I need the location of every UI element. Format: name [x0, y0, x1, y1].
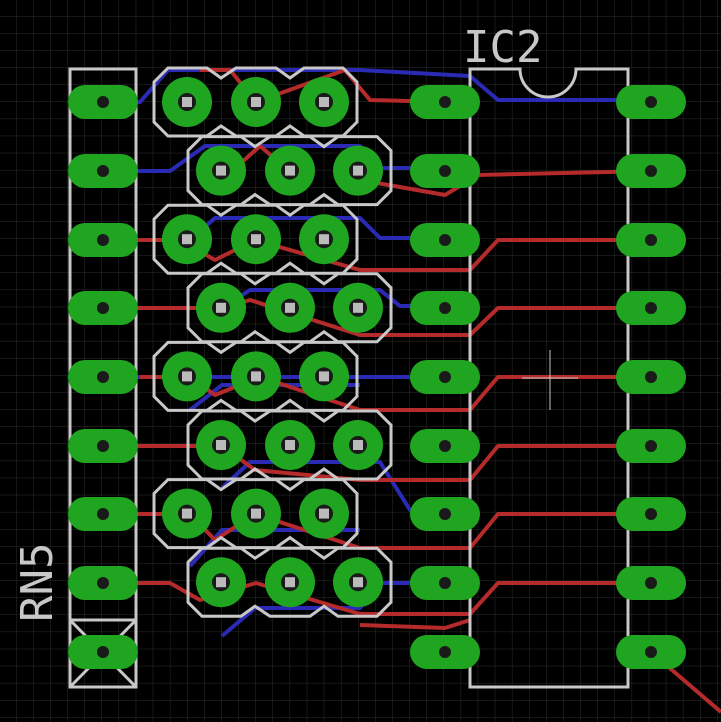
header-pad-origin	[319, 97, 329, 107]
header-pad-origin	[216, 165, 226, 176]
pads-layer	[68, 77, 686, 669]
ic2-pad-left-drill	[439, 508, 451, 520]
ic2-pad-left-drill	[439, 96, 451, 108]
header-outline	[186, 546, 393, 618]
ic2-pad-right-drill	[645, 577, 657, 589]
ic2-pad-right-drill	[645, 96, 657, 108]
header-outline	[152, 203, 359, 275]
header-pad-origin	[182, 508, 192, 519]
header-pad-origin	[251, 97, 261, 107]
ic2-pad-right-drill	[645, 646, 657, 658]
header-pad-origin	[319, 371, 329, 382]
header-outline	[152, 66, 359, 138]
header-pad-origin	[285, 302, 295, 313]
ic2-pad-right-drill	[645, 302, 657, 314]
ic2-pad-right-drill	[645, 234, 657, 246]
header-pad-origin	[182, 97, 192, 107]
rn5-pad-drill	[97, 165, 109, 177]
header-outline	[186, 272, 393, 344]
header-outline	[152, 478, 359, 550]
ic2-outline	[468, 67, 630, 689]
rn5-pad-drill	[97, 440, 109, 452]
rn5-pad-drill	[97, 508, 109, 520]
header-pad-origin	[216, 440, 226, 450]
header-pad-origin	[285, 440, 295, 450]
rn5-label: RN5	[12, 543, 63, 622]
header-pad-origin	[285, 577, 295, 588]
rn5-pad-drill	[97, 646, 109, 658]
rn5-pad-drill	[97, 302, 109, 314]
ic2-pad-left-drill	[439, 371, 451, 383]
header-pad-origin	[319, 508, 329, 519]
ic2-origin-cross	[522, 350, 578, 410]
header-pad-origin	[182, 234, 192, 245]
top-trace	[359, 618, 471, 630]
header-pad-origin	[216, 577, 226, 588]
header-outline	[152, 340, 359, 412]
header-pad-origin	[251, 371, 261, 382]
ic2-pad-right-drill	[645, 371, 657, 383]
rn5-pad-drill	[97, 234, 109, 246]
ic2-pad-left-drill	[439, 302, 451, 314]
header-outline	[186, 135, 393, 207]
ic2-pad-left-drill	[439, 234, 451, 246]
ic2-pad-right-drill	[645, 165, 657, 177]
header-pad-origin	[353, 440, 363, 450]
bottom-trace	[220, 581, 445, 638]
ic2-pad-left-drill	[439, 577, 451, 589]
ic2-pad-right-drill	[645, 508, 657, 520]
ic2-pad-right-drill	[645, 440, 657, 452]
header-pad-origin	[251, 234, 261, 245]
header-pad-origin	[353, 302, 363, 313]
ic2-pad-left-drill	[439, 646, 451, 658]
rn5-pad-drill	[97, 371, 109, 383]
bottom-trace	[105, 68, 651, 104]
header-pad-origin	[251, 508, 261, 519]
rn5-pad-drill	[97, 577, 109, 589]
header-pad-origin	[216, 302, 226, 313]
header-pad-origin	[353, 577, 363, 588]
top-trace	[200, 68, 446, 104]
ic2-pad-left-drill	[439, 165, 451, 177]
header-pad-origin	[353, 165, 363, 176]
header-pad-origin	[319, 234, 329, 245]
ic2-label: IC2	[463, 22, 542, 73]
rn5-pad-drill	[97, 96, 109, 108]
ic2-pad-left-drill	[439, 440, 451, 452]
header-outline	[186, 409, 393, 481]
header-pad-origin	[182, 371, 192, 382]
header-pad-origin	[285, 165, 295, 176]
